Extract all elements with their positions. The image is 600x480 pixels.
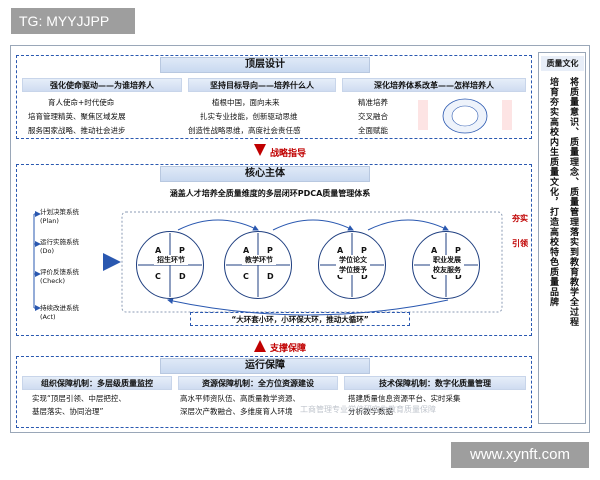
pdca-letter: P [179,246,185,255]
ops-box [16,356,532,428]
ops-col-3-line-1: 搭建质量信息资源平台、实时采集 [348,394,461,403]
watermark-tag-top-left: TG: MYYJJPP [11,8,135,34]
top-col-1-line-1: 育人使命+时代使命 [48,98,115,107]
quality-culture-panel: 质量文化 将质量意识、质量理念、质量管理落实到教育教学全过程 培育夯实高校内生质… [538,52,586,424]
left-item-act-en: (Act) [40,313,56,321]
pdca-letter: D [361,272,368,281]
pdca-letter: D [455,272,462,281]
quality-culture-col-1: 将质量意识、质量理念、质量管理落实到教育教学全过程 [568,77,578,327]
pdca-letter: A [431,246,438,255]
left-item-check: 评价反馈系统 [40,268,79,276]
ops-col-1-line-2: 基层落实、协同治理” [32,407,104,416]
pdca-letter: P [455,246,461,255]
top-col-3-line-1: 精准培养 [358,98,388,107]
strategy-label: 战略指导 [270,149,307,159]
ops-col-3-title: 技术保障机制：数字化质量管理 [344,376,526,390]
top-col-3-title: 深化培养体系改革——怎样培养人 [342,78,526,92]
left-item-do: 运行实施系统 [40,238,79,246]
quality-culture-col-2: 培育夯实高校内生质量文化，打造高校特色质量品牌 [548,77,558,307]
pdca-letter: P [361,246,367,255]
pdca-letter: D [179,272,186,281]
top-col-2-line-1: 植根中国，面向未来 [212,98,280,107]
pdca-letter: A [243,246,250,255]
ops-col-3-line-2: 分析教学数据 [348,407,393,416]
top-col-3-line-2: 交叉融合 [358,112,388,121]
left-item-act: 持续改进系统 [40,304,79,312]
left-item-plan-en: (Plan) [40,217,59,225]
ops-col-2-line-1: 高水平师资队伍、高质量教学资源、 [180,394,300,403]
pdca-letter: A [337,246,344,255]
ops-col-1-line-1: 实现“顶层引领、中层把控、 [32,394,126,403]
pdca-letter: C [155,272,161,281]
left-item-plan: 计划决策系统 [40,208,79,216]
top-col-1-line-3: 服务国家战略、推动社会进步 [28,126,126,135]
support-up-arrow-icon [254,340,266,352]
top-col-1-title: 强化使命驱动——为谁培养人 [22,78,182,92]
top-col-3-line-3: 全面赋能 [358,126,388,135]
pdca-title: 涵盖人才培养全质量维度的多层闭环PDCA质量管理体系 [169,189,371,198]
support-label: 支撑保障 [270,344,307,354]
mini-nested-diagram [418,98,512,134]
ops-col-1-title: 组织保障机制：多层级质量监控 [22,376,172,390]
watermark-text: 工商管理专业学位研究生教育质量保障 [300,405,436,414]
pdca-graphics [33,211,503,316]
pdca-circle: A P C D 教学环节 [224,231,292,299]
ops-col-2-line-2: 深层次产教融合、多维度育人环境 [180,407,293,416]
section-header-core: 核心主体 [160,166,370,182]
quality-culture-title: 质量文化 [541,56,584,71]
pdca-letter: A [155,246,162,255]
pdca-letter: C [337,272,343,281]
pdca-circle-label: 教学环节 [242,255,276,265]
top-col-2-title: 坚持目标导向——培养什么人 [188,78,336,92]
top-col-2-line-2: 扎实专业技能，创新驱动思维 [200,112,298,121]
watermark-tag-bottom-right: www.xynft.com [451,442,589,468]
section-header-top: 顶层设计 [160,57,370,73]
left-item-do-en: (Do) [40,247,55,255]
pdca-letter: C [243,272,249,281]
right-side-label-b: 引领 [512,239,528,248]
top-col-1-line-2: 培育管理精英、聚焦区域发展 [28,112,126,121]
pdca-circle: A P C D 招生环节 [136,231,204,299]
pdca-circle-label: 学位论文学位授予 [336,255,370,275]
pdca-slogan: “大环套小环，小环保大环，推动大循环” [190,312,410,326]
pdca-letter: P [267,246,273,255]
pdca-letter: C [431,272,437,281]
left-item-check-en: (Check) [40,277,66,285]
section-header-ops: 运行保障 [160,358,370,374]
pdca-circle-label: 职业发展校友服务 [430,255,464,275]
strategy-down-arrow-icon [254,144,266,156]
ops-col-2-title: 资源保障机制：全方位资源建设 [178,376,338,390]
right-side-label-a: 夯实 [512,214,528,223]
pdca-letter: D [267,272,274,281]
pdca-circle-label: 招生环节 [154,255,188,265]
top-col-2-line-3: 创造性战略思维，高度社会责任感 [188,126,301,135]
